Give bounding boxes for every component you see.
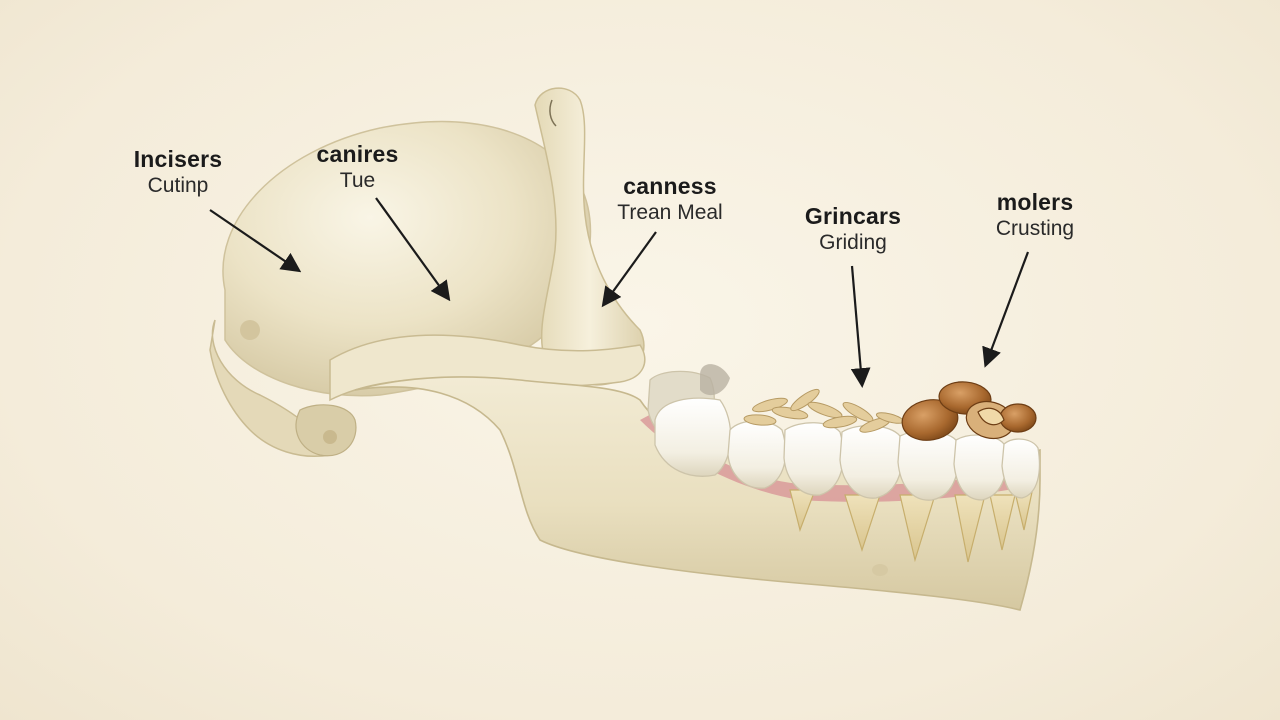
- label-canness: canness Trean Meal: [590, 172, 750, 226]
- arrow-canines: [375, 197, 451, 302]
- label-subtitle: Trean Meal: [617, 201, 723, 224]
- skull-back: [209, 120, 592, 457]
- pointer-arrows: [209, 197, 1030, 388]
- label-subtitle: Griding: [819, 231, 887, 254]
- label-grinders: Grincars Griding: [778, 202, 928, 256]
- label-title: Incisers: [133, 146, 223, 172]
- label-subtitle: Crusting: [995, 217, 1075, 240]
- label-title: Grincars: [804, 203, 902, 229]
- tooth-roots: [789, 489, 1033, 563]
- label-title: molers: [996, 189, 1074, 215]
- grains: [743, 388, 905, 433]
- label-incisors: Incisers Cutinp: [108, 145, 248, 199]
- label-molars: molers Crusting: [970, 188, 1100, 242]
- label-subtitle: Tue: [339, 169, 376, 192]
- molar-crest: [700, 364, 730, 396]
- label-title: canness: [623, 173, 717, 199]
- label-title: canires: [316, 141, 399, 167]
- mandible-body: [354, 376, 1041, 611]
- mental-foramen: [872, 564, 888, 576]
- arrow-grinders: [850, 265, 871, 388]
- nuts: [901, 381, 1037, 441]
- arrow-incisors: [209, 209, 302, 273]
- arrow-molars: [982, 251, 1030, 368]
- label-subtitle: Cutinp: [147, 174, 209, 197]
- label-canines: canires Tue: [290, 140, 425, 194]
- teeth: [647, 370, 1041, 501]
- arrow-canness: [601, 231, 657, 308]
